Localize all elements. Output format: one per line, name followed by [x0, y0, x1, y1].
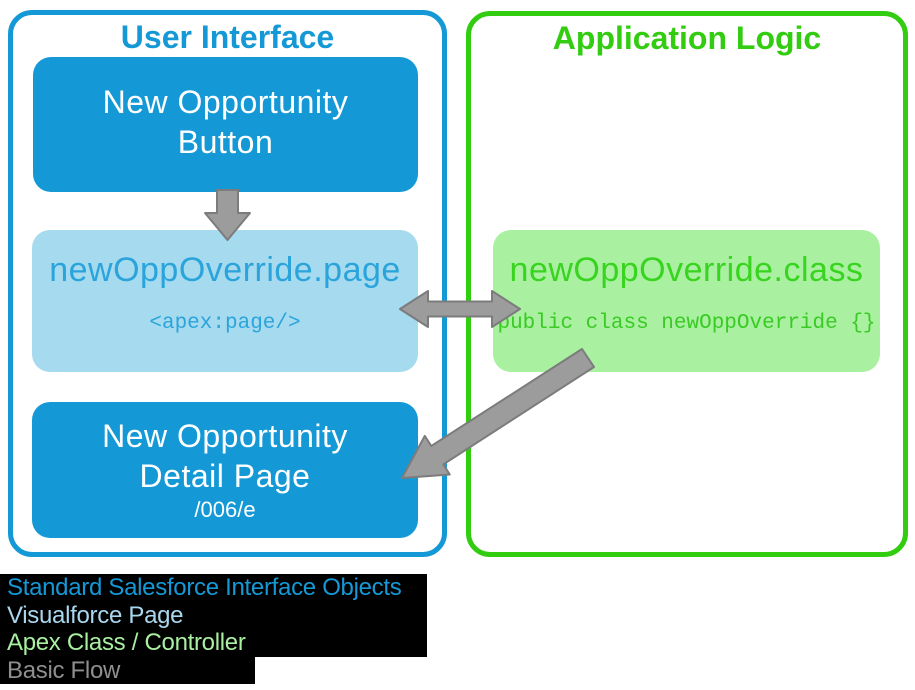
- detail-page-box: New Opportunity Detail Page /006/e: [32, 402, 418, 538]
- legend-item-apex-class-controller: Apex Class / Controller: [0, 629, 427, 657]
- box-text-line: New Opportunity: [102, 83, 349, 120]
- visualforce-page-box: newOppOverride.page <apex:page/>: [32, 230, 418, 372]
- box-text-line: Button: [177, 123, 274, 160]
- application-logic-title: Application Logic: [552, 20, 822, 56]
- legend-item-visualforce-page: Visualforce Page: [0, 601, 427, 629]
- box-text-line: New Opportunity: [102, 418, 348, 454]
- apex-class-box: newOppOverride.class public class newOpp…: [493, 230, 880, 372]
- legend-item-basic-flow: Basic Flow: [0, 656, 255, 684]
- user-interface-title: User Interface: [120, 19, 335, 55]
- box-text-line: Detail Page: [139, 458, 311, 494]
- new-opportunity-button-box: New Opportunity Button: [33, 57, 418, 192]
- legend: Standard Salesforce Interface Objects Vi…: [0, 574, 427, 684]
- detail-page-url: /006/e: [194, 497, 256, 522]
- apex-class-name: newOppOverride.class: [509, 251, 864, 289]
- apex-class-code: public class newOppOverride {}: [497, 312, 876, 335]
- legend-item-standard-salesforce-objects: Standard Salesforce Interface Objects: [0, 574, 427, 602]
- visualforce-page-code: <apex:page/>: [149, 312, 301, 335]
- visualforce-page-name: newOppOverride.page: [49, 251, 401, 289]
